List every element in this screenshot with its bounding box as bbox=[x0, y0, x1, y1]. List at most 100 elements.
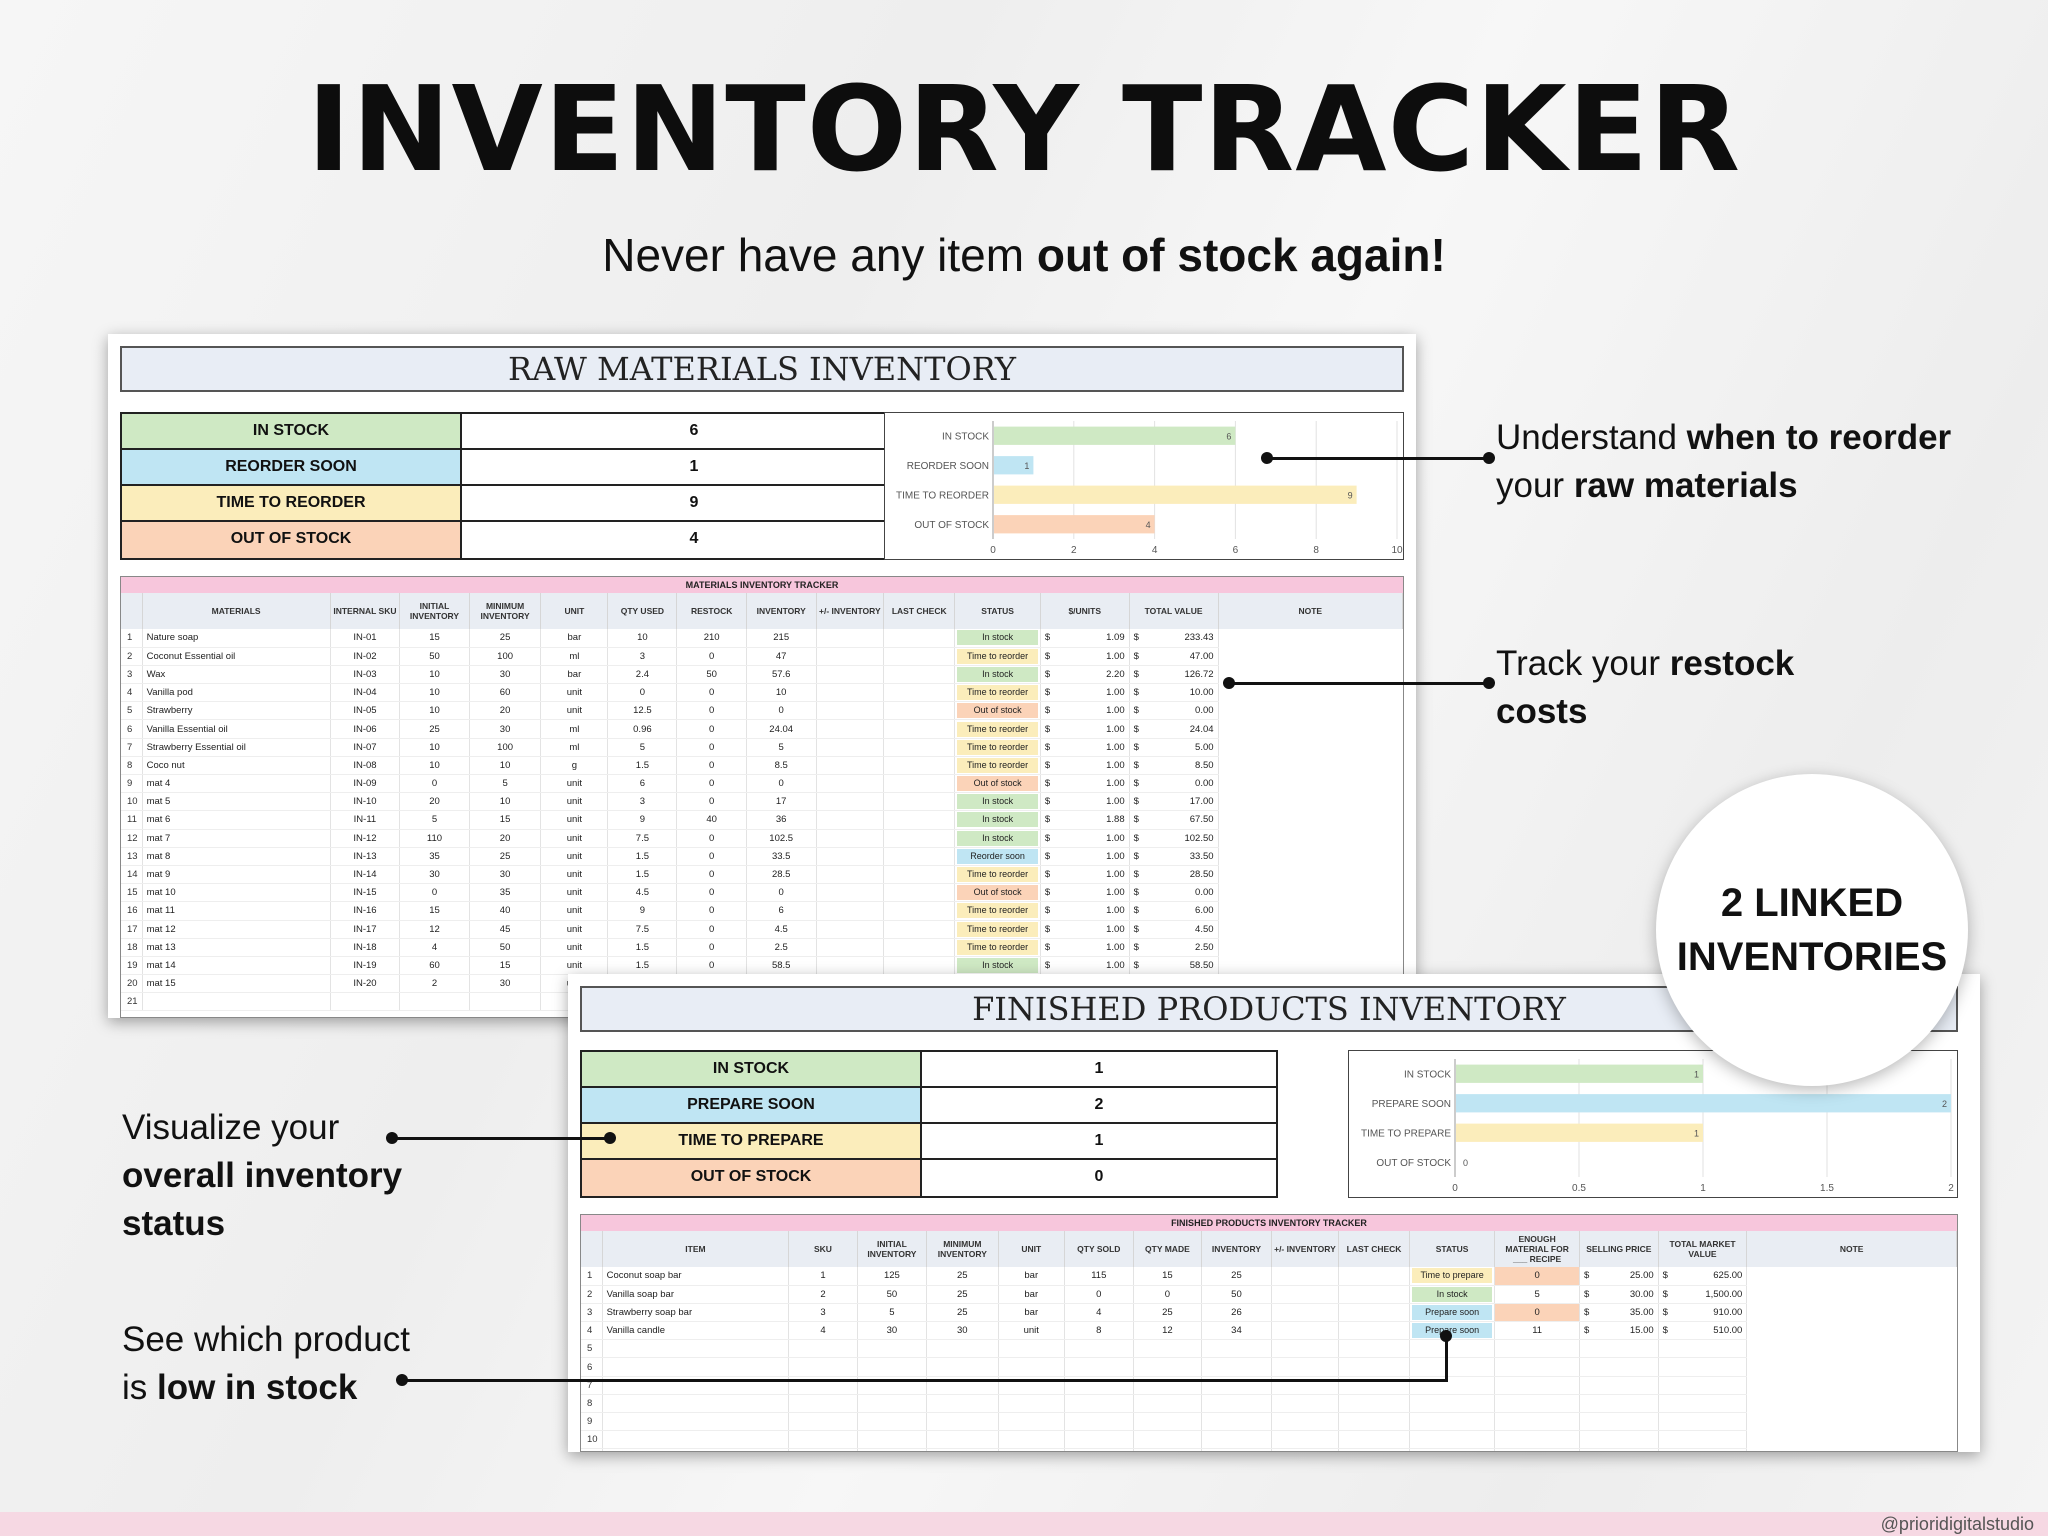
table-cell[interactable]: $30.00 bbox=[1579, 1285, 1659, 1304]
table-cell[interactable]: 47 bbox=[746, 647, 817, 666]
table-cell[interactable]: 3 bbox=[607, 792, 678, 812]
table-cell[interactable] bbox=[816, 920, 885, 939]
table-cell[interactable]: $1.00 bbox=[1040, 829, 1130, 848]
table-cell[interactable] bbox=[1133, 1430, 1203, 1450]
table-cell[interactable] bbox=[883, 683, 956, 703]
table-cell[interactable]: $28.50 bbox=[1129, 865, 1219, 885]
table-cell[interactable]: Coconut Essential oil bbox=[142, 647, 331, 666]
status-cell[interactable]: Time to reorder bbox=[954, 938, 1041, 957]
table-cell[interactable] bbox=[1658, 1394, 1748, 1414]
table-cell[interactable]: bar bbox=[540, 629, 609, 648]
table-cell[interactable] bbox=[1338, 1339, 1410, 1359]
table-cell[interactable]: mat 5 bbox=[142, 792, 331, 812]
table-cell[interactable]: unit bbox=[540, 938, 609, 957]
status-cell[interactable]: Time to reorder bbox=[954, 738, 1041, 757]
table-cell[interactable]: 4 bbox=[788, 1321, 858, 1341]
table-cell[interactable] bbox=[1579, 1357, 1659, 1377]
status-cell[interactable] bbox=[1409, 1412, 1496, 1432]
table-cell[interactable]: 15 bbox=[399, 629, 470, 648]
table-cell[interactable] bbox=[883, 901, 956, 921]
table-cell[interactable]: IN-13 bbox=[330, 847, 401, 866]
table-cell[interactable]: 2 bbox=[788, 1285, 858, 1304]
table-cell[interactable] bbox=[883, 938, 956, 957]
table-cell[interactable] bbox=[788, 1430, 858, 1450]
table-cell[interactable] bbox=[1579, 1339, 1659, 1359]
table-cell[interactable]: $1.00 bbox=[1040, 883, 1130, 903]
table-cell[interactable]: mat 15 bbox=[142, 974, 331, 994]
table-cell[interactable] bbox=[1271, 1430, 1340, 1450]
table-cell[interactable]: 12 bbox=[1133, 1321, 1203, 1341]
table-cell[interactable] bbox=[816, 629, 885, 648]
table-cell[interactable] bbox=[1064, 1412, 1134, 1432]
table-cell[interactable]: 10 bbox=[399, 665, 470, 685]
table-cell[interactable]: 20 bbox=[469, 701, 542, 721]
table-cell[interactable]: Strawberry Essential oil bbox=[142, 738, 331, 757]
table-cell[interactable]: Vanilla pod bbox=[142, 683, 331, 703]
table-cell[interactable] bbox=[883, 847, 956, 866]
table-cell[interactable]: 33.5 bbox=[746, 847, 817, 866]
summary-value[interactable]: 9 bbox=[689, 494, 699, 511]
table-cell[interactable] bbox=[788, 1357, 858, 1377]
table-cell[interactable] bbox=[883, 956, 956, 976]
table-cell[interactable]: g bbox=[540, 756, 609, 776]
table-cell[interactable]: 50 bbox=[399, 647, 470, 666]
table-cell[interactable] bbox=[1201, 1357, 1272, 1377]
table-cell[interactable]: 15 bbox=[1133, 1267, 1203, 1286]
table-cell[interactable] bbox=[883, 774, 956, 794]
table-cell[interactable]: $5.00 bbox=[1129, 738, 1219, 757]
table-cell[interactable]: 7.5 bbox=[607, 829, 678, 848]
summary-value[interactable]: 1 bbox=[689, 458, 699, 475]
table-cell[interactable]: 0 bbox=[1064, 1285, 1134, 1304]
table-cell[interactable] bbox=[998, 1430, 1066, 1450]
table-cell[interactable]: 57.6 bbox=[746, 665, 817, 685]
table-cell[interactable]: 30 bbox=[469, 865, 542, 885]
table-cell[interactable]: IN-07 bbox=[330, 738, 401, 757]
table-cell[interactable]: IN-14 bbox=[330, 865, 401, 885]
table-cell[interactable] bbox=[926, 1448, 999, 1451]
table-cell[interactable] bbox=[1658, 1376, 1748, 1395]
table-cell[interactable]: unit bbox=[998, 1321, 1066, 1341]
table-cell[interactable]: IN-08 bbox=[330, 756, 401, 776]
table-cell[interactable]: 9 bbox=[607, 810, 678, 830]
table-cell[interactable]: 12 bbox=[399, 920, 470, 939]
table-cell[interactable]: IN-16 bbox=[330, 901, 401, 921]
status-cell[interactable]: Time to reorder bbox=[954, 683, 1041, 703]
table-cell[interactable]: 0 bbox=[676, 647, 747, 666]
table-cell[interactable]: 0 bbox=[676, 683, 747, 703]
table-cell[interactable]: Wax bbox=[142, 665, 331, 685]
table-cell[interactable]: 2.5 bbox=[746, 938, 817, 957]
table-cell[interactable] bbox=[816, 901, 885, 921]
table-cell[interactable] bbox=[883, 738, 956, 757]
table-cell[interactable]: 10 bbox=[469, 792, 542, 812]
table-cell[interactable]: IN-10 bbox=[330, 792, 401, 812]
table-cell[interactable]: $1.00 bbox=[1040, 901, 1130, 921]
table-cell[interactable]: 30 bbox=[469, 719, 542, 739]
table-cell[interactable]: 0 bbox=[676, 920, 747, 939]
table-cell[interactable] bbox=[1338, 1448, 1410, 1451]
table-cell[interactable]: mat 7 bbox=[142, 829, 331, 848]
table-cell[interactable]: $6.00 bbox=[1129, 901, 1219, 921]
table-cell[interactable] bbox=[816, 829, 885, 848]
table-cell[interactable] bbox=[1658, 1448, 1748, 1451]
table-cell[interactable]: 25 bbox=[469, 847, 542, 866]
table-cell[interactable]: $17.00 bbox=[1129, 792, 1219, 812]
table-cell[interactable] bbox=[816, 792, 885, 812]
table-cell[interactable] bbox=[857, 1412, 928, 1432]
table-cell[interactable] bbox=[1271, 1357, 1340, 1377]
table-cell[interactable]: $1.00 bbox=[1040, 719, 1130, 739]
table-cell[interactable]: Vanilla Essential oil bbox=[142, 719, 331, 739]
summary-value[interactable]: 1 bbox=[1094, 1060, 1104, 1077]
table-cell[interactable]: 4 bbox=[1064, 1303, 1134, 1323]
table-cell[interactable] bbox=[816, 719, 885, 739]
table-cell[interactable]: $24.04 bbox=[1129, 719, 1219, 739]
table-cell[interactable] bbox=[788, 1412, 858, 1432]
table-cell[interactable]: 3 bbox=[607, 647, 678, 666]
status-cell[interactable]: Time to reorder bbox=[954, 756, 1041, 776]
table-cell[interactable]: 4.5 bbox=[746, 920, 817, 939]
table-cell[interactable]: bar bbox=[540, 665, 609, 685]
table-cell[interactable]: 0 bbox=[676, 865, 747, 885]
table-cell[interactable]: 100 bbox=[469, 738, 542, 757]
table-cell[interactable] bbox=[883, 865, 956, 885]
table-cell[interactable] bbox=[883, 829, 956, 848]
table-cell[interactable] bbox=[816, 683, 885, 703]
